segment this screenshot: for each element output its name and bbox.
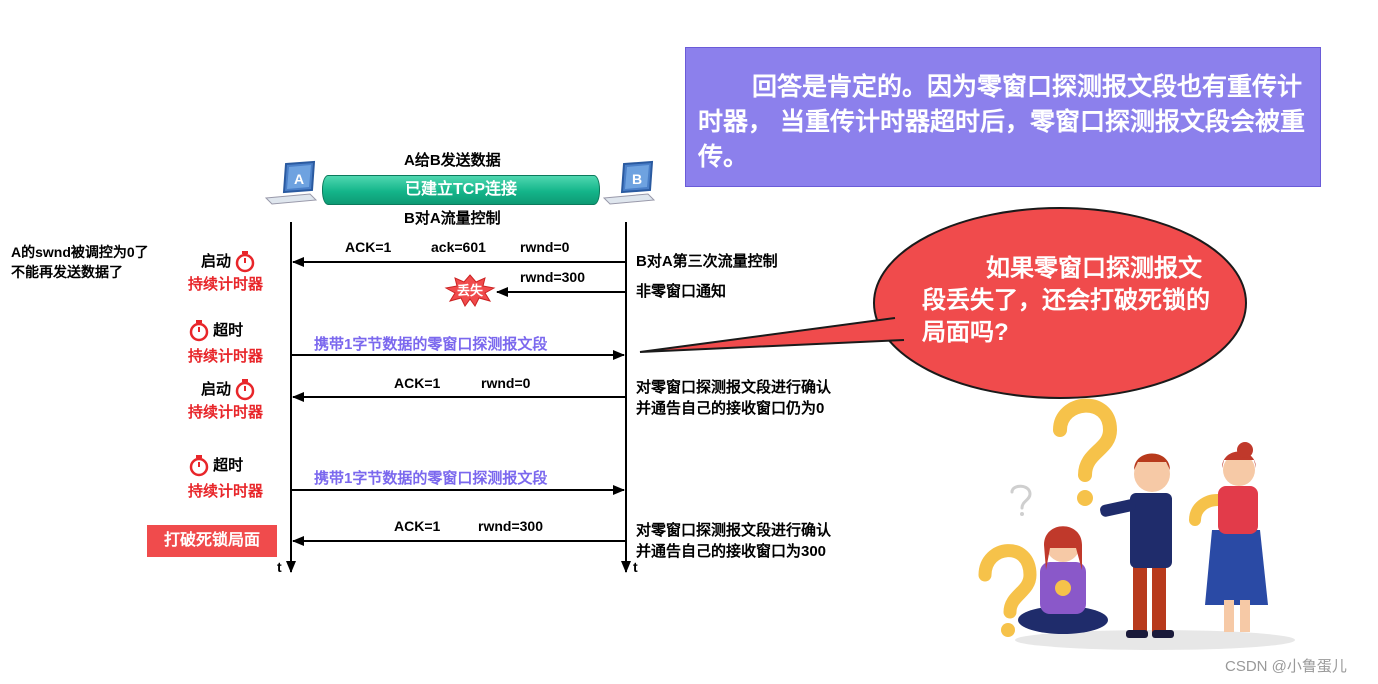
speech-bubble <box>639 207 1247 399</box>
time-axis-b-label: t <box>633 559 638 575</box>
start1-text: 启动 <box>201 252 232 270</box>
right-note-3-line2: 并通告自己的接收窗口仍为0 <box>636 400 825 417</box>
timer-label-3: 持续计时器 <box>188 404 264 421</box>
m2-rwnd: rwnd=300 <box>520 269 585 285</box>
connection-above-label: A给B发送数据 <box>404 152 501 169</box>
stopwatch-icon <box>235 379 255 401</box>
people-illustration <box>978 398 1295 650</box>
m3-probe-label: 携带1字节数据的零窗口探测报文段 <box>314 336 548 353</box>
start-label-2: 启动 <box>201 379 255 401</box>
right-note-1: B对A第三次流量控制 <box>636 253 778 270</box>
timeout2-text: 超时 <box>213 456 244 474</box>
left-note-line2: 不能再发送数据了 <box>11 264 123 280</box>
bubble-question-text: 如果零窗口探测报文段丢失了，还会打破死锁的局面吗? <box>922 255 1210 347</box>
right-note-3-line1: 对零窗口探测报文段进行确认 <box>636 379 832 396</box>
m6-rwnd: rwnd=300 <box>478 518 543 534</box>
timeout1-text: 超时 <box>213 321 244 339</box>
tcp-connection-pipe: 已建立TCP连接 <box>322 175 600 205</box>
host-b-label: B <box>632 171 642 187</box>
m4-ack: ACK=1 <box>394 375 441 391</box>
m4-rwnd: rwnd=0 <box>481 375 531 391</box>
start2-text: 启动 <box>201 380 232 398</box>
m1-acknum: ack=601 <box>431 239 486 255</box>
pipe-label: 已建立TCP连接 <box>404 181 517 198</box>
watermark: CSDN @小鲁蛋儿 <box>1225 658 1347 675</box>
computer-b-icon: B <box>602 160 656 205</box>
timer-label-1: 持续计时器 <box>188 276 264 293</box>
lost-label: 丢失 <box>457 283 484 298</box>
connection-below-label: B对A流量控制 <box>404 210 501 227</box>
timer-label-2: 持续计时器 <box>188 348 264 365</box>
break-text: 打破死锁局面 <box>163 532 260 549</box>
right-note-2: 非零窗口通知 <box>636 283 727 300</box>
start-label-1: 启动 <box>201 251 255 273</box>
stopwatch-icon <box>189 455 209 477</box>
timeout-label-1: 超时 <box>189 320 243 342</box>
m5-probe-label: 携带1字节数据的零窗口探测报文段 <box>314 470 548 487</box>
right-note-4-line2: 并通告自己的接收窗口为300 <box>636 543 827 560</box>
computer-a-icon: A <box>264 160 318 205</box>
m1-rwnd: rwnd=0 <box>520 239 570 255</box>
stopwatch-icon <box>189 320 209 342</box>
left-note-line1: A的swnd被调控为0了 <box>11 244 149 260</box>
m1-ack: ACK=1 <box>345 239 392 255</box>
lost-burst-icon: 丢失 <box>444 274 496 307</box>
timeout-label-2: 超时 <box>189 455 243 477</box>
time-axis-a-label: t <box>277 559 282 575</box>
break-deadlock-badge: 打破死锁局面 <box>147 525 277 557</box>
timer-label-4: 持续计时器 <box>188 483 264 500</box>
answer-box: 回答是肯定的。因为零窗口探测报文段也有重传计时器， 当重传计时器超时后，零窗口探… <box>685 47 1321 187</box>
host-a-label: A <box>294 171 304 187</box>
answer-text: 回答是肯定的。因为零窗口探测报文段也有重传计时器， 当重传计时器超时后，零窗口探… <box>698 73 1305 171</box>
right-note-4-line1: 对零窗口探测报文段进行确认 <box>636 522 832 539</box>
stopwatch-icon <box>235 251 255 273</box>
m6-ack: ACK=1 <box>394 518 441 534</box>
